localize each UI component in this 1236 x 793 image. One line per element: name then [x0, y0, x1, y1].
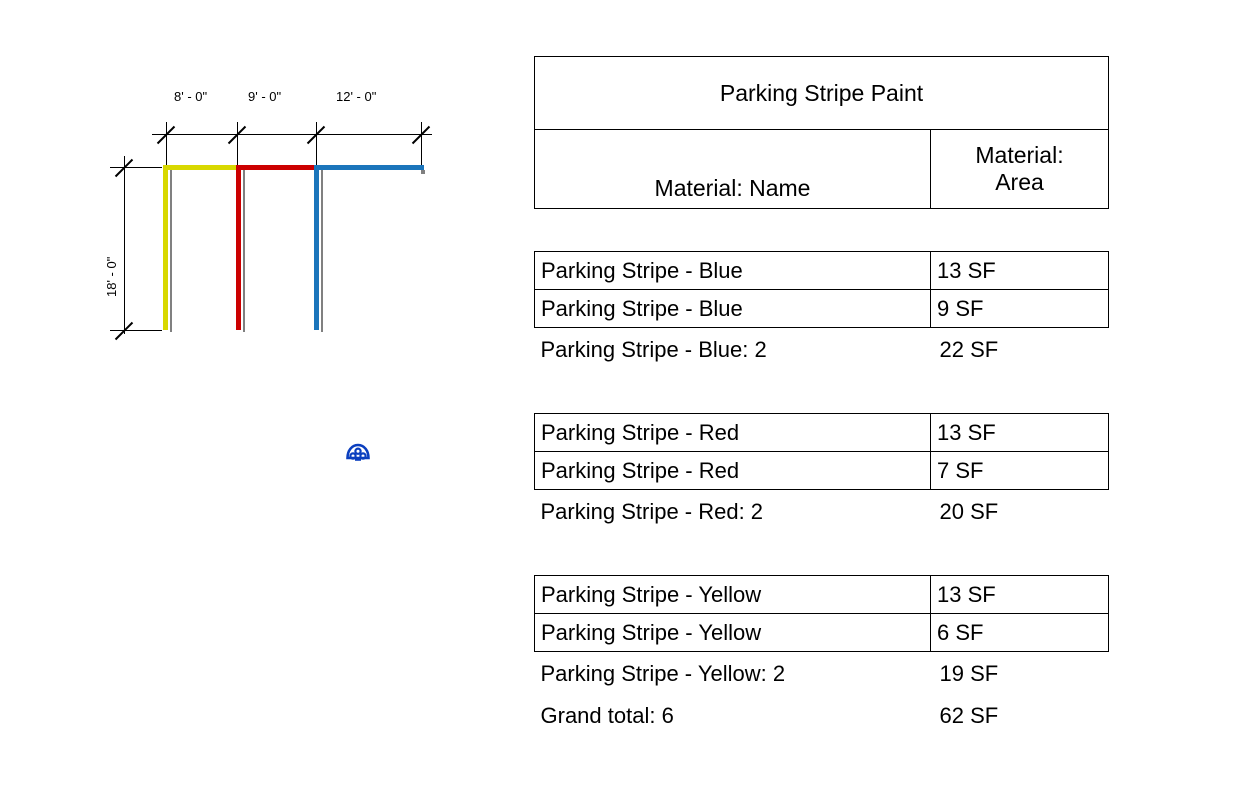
- stripe-shadow-red-vertical: [243, 170, 245, 332]
- cell-material-name: Parking Stripe - Blue: [534, 251, 931, 290]
- cell-material-name: Parking Stripe - Red: [534, 451, 931, 490]
- cell-grand-total-area: 62 SF: [939, 703, 999, 728]
- column-header-area-line2: Area: [995, 169, 1044, 195]
- schedule-group-red: Parking Stripe - Red 13 SF Parking Strip…: [534, 413, 1109, 533]
- cell-material-area: 7 SF: [930, 451, 1109, 490]
- schedule-spacer-1: [534, 209, 1108, 251]
- cell-grand-total-name: Grand total: 6: [540, 703, 674, 728]
- cell-material-name: Parking Stripe - Red: [534, 413, 931, 452]
- cell-material-name: Parking Stripe - Yellow: [534, 613, 931, 652]
- schedule-group-yellow: Parking Stripe - Yellow 13 SF Parking St…: [534, 575, 1109, 737]
- drawing-canvas: 8' - 0" 9' - 0" 12' - 0" 18' - 0": [0, 0, 500, 793]
- column-header-material-name[interactable]: Material: Name: [534, 129, 931, 209]
- stripe-blue-horizontal: [314, 165, 424, 170]
- stripe-shadow-right-end: [421, 170, 425, 174]
- stripe-red-vertical: [236, 165, 241, 330]
- table-row[interactable]: Parking Stripe - Yellow 13 SF: [534, 575, 1109, 614]
- witness-line-1: [166, 122, 167, 172]
- schedule-header-table: Parking Stripe Paint Material: Name Mate…: [534, 56, 1109, 209]
- elevation-reference-marker-icon[interactable]: [345, 443, 371, 469]
- stripe-red-horizontal: [236, 165, 318, 170]
- cell-material-area: 9 SF: [930, 289, 1109, 328]
- cell-subtotal-area: 22 SF: [939, 336, 999, 362]
- cell-material-area: 13 SF: [930, 575, 1109, 614]
- schedule-group-blue: Parking Stripe - Blue 13 SF Parking Stri…: [534, 251, 1109, 371]
- subtotal-row: Parking Stripe - Blue: 2 22 SF: [535, 328, 1109, 372]
- table-row[interactable]: Parking Stripe - Yellow 6 SF: [534, 613, 1109, 652]
- stripe-shadow-yellow-vertical: [170, 170, 172, 332]
- stripe-shadow-blue-vertical: [321, 170, 323, 332]
- table-row[interactable]: Parking Stripe - Red 7 SF: [534, 451, 1109, 490]
- table-row[interactable]: Parking Stripe - Red 13 SF: [534, 413, 1109, 452]
- material-takeoff-schedule: Parking Stripe Paint Material: Name Mate…: [534, 56, 1109, 737]
- dimension-label-9ft: 9' - 0": [248, 89, 282, 104]
- subtotal-row: Parking Stripe - Red: 2 20 SF: [535, 490, 1109, 534]
- cell-material-area: 6 SF: [930, 613, 1109, 652]
- subtotal-row: Parking Stripe - Yellow: 2 19 SF: [535, 652, 1109, 696]
- cell-subtotal-name: Parking Stripe - Yellow: 2: [540, 660, 786, 686]
- cell-subtotal-name: Parking Stripe - Red: 2: [540, 498, 764, 524]
- vertical-dimension-line: [124, 156, 125, 334]
- cell-material-name: Parking Stripe - Blue: [534, 289, 931, 328]
- table-row[interactable]: Parking Stripe - Blue 9 SF: [534, 289, 1109, 328]
- cell-material-area: 13 SF: [930, 251, 1109, 290]
- cell-material-name: Parking Stripe - Yellow: [534, 575, 931, 614]
- witness-line-2: [237, 122, 238, 172]
- column-header-area-line1: Material:: [975, 141, 1064, 168]
- cell-subtotal-area: 20 SF: [939, 498, 999, 524]
- schedule-title-row: Parking Stripe Paint: [534, 56, 1109, 130]
- horizontal-dimension-line: [152, 134, 432, 135]
- schedule-spacer-2: [534, 371, 1108, 413]
- vertical-witness-line-bottom: [110, 330, 162, 331]
- stripe-yellow-horizontal: [163, 165, 240, 170]
- dimension-label-18ft: 18' - 0": [104, 256, 119, 297]
- cell-subtotal-area: 19 SF: [939, 660, 999, 686]
- stripe-blue-vertical: [314, 165, 319, 330]
- witness-line-4: [421, 122, 422, 172]
- witness-line-3: [316, 122, 317, 172]
- cell-subtotal-name: Parking Stripe - Blue: 2: [540, 336, 767, 362]
- column-header-material-area[interactable]: Material: Area: [930, 129, 1109, 209]
- stripe-yellow-vertical: [163, 165, 168, 330]
- cell-material-area: 13 SF: [930, 413, 1109, 452]
- schedule-column-header-row: Material: Name Material: Area: [534, 129, 1109, 209]
- dimension-label-12ft: 12' - 0": [336, 89, 377, 104]
- schedule-spacer-3: [534, 533, 1108, 575]
- table-row[interactable]: Parking Stripe - Blue 13 SF: [534, 251, 1109, 290]
- grand-total-row: Grand total: 6 62 SF: [535, 695, 1109, 737]
- schedule-title: Parking Stripe Paint: [534, 56, 1109, 130]
- vertical-witness-line-top: [110, 167, 162, 168]
- dimension-label-8ft: 8' - 0": [174, 89, 208, 104]
